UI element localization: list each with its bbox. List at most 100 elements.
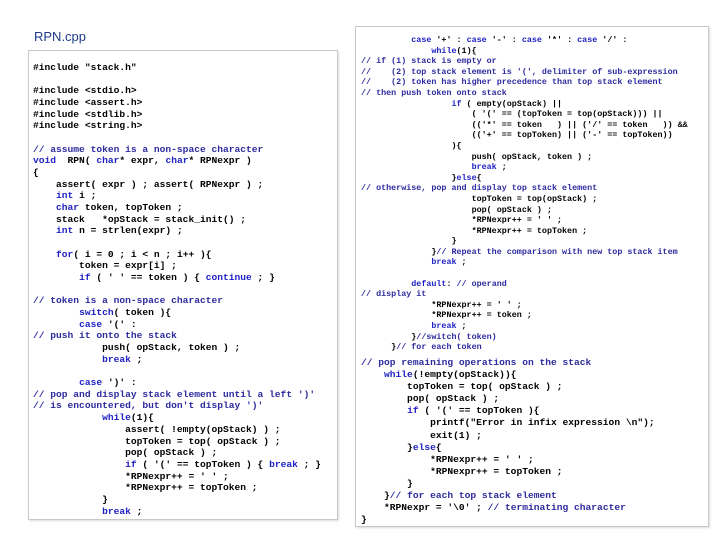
code-text: push( opStack, token ) ;: [361, 151, 593, 162]
code-text: '-' :: [486, 35, 522, 45]
code-comment: // operand: [456, 278, 507, 289]
code-keyword: int: [56, 190, 74, 202]
code-text: ( '(' == (topToken = top(opStack))) ||: [361, 109, 663, 120]
code-text: [33, 190, 56, 201]
code-keyword: case: [577, 35, 598, 45]
code-text: (1){: [456, 45, 477, 56]
code-line: switch( token ){: [33, 307, 321, 319]
code-text: topToken = top(opStack) ;: [361, 193, 598, 204]
code-line: // assume token is a non-space character: [33, 144, 321, 156]
code-text: [361, 99, 451, 109]
code-line: // push it onto the stack: [33, 330, 321, 342]
code-text: * expr,: [119, 155, 166, 167]
code-text: token = expr[i] ;: [33, 260, 177, 272]
code-keyword: void: [33, 155, 57, 167]
code-comment: // for each top stack element: [389, 490, 557, 502]
code-text: :: [446, 278, 457, 289]
code-line: char token, topToken ;: [33, 202, 321, 214]
code-keyword: break: [269, 458, 298, 470]
file-title: RPN.cpp: [34, 29, 87, 44]
code-line: #include <string.h>: [33, 120, 321, 132]
code-line: }// Repeat the comparison with new top s…: [361, 247, 688, 258]
code-text: #include <stdio.h>: [33, 85, 137, 97]
code-line: // then push token onto stack: [361, 88, 688, 99]
code-text: ( empty(opStack) ||: [461, 98, 563, 109]
code-text: (1){: [130, 412, 154, 424]
code-comment: // is encountered, but don't display ')': [33, 400, 264, 412]
code-line: }: [361, 236, 688, 247]
code-text: *RPNexpr = '\0' ;: [361, 502, 488, 514]
code-text: ){: [361, 140, 462, 151]
code-line: // otherwise, pop and display top stack …: [361, 183, 688, 194]
code-block-left: #include "stack.h" #include <stdio.h> #inc…: [33, 62, 321, 517]
code-comment: // pop and display stack element until a…: [33, 388, 316, 400]
code-text: #include "stack.h": [33, 62, 137, 73]
code-text: [361, 46, 431, 56]
code-keyword: break: [102, 505, 131, 517]
code-comment: // if (1) stack is empty or: [361, 56, 497, 67]
code-comment: // display it: [361, 289, 427, 300]
code-line: pop( opStack ) ;: [361, 393, 655, 405]
code-line: [361, 268, 688, 279]
code-text: *RPNexpr++ = ' ' ;: [33, 470, 229, 482]
code-line: assert( expr ) ; assert( RPNexpr ) ;: [33, 179, 321, 191]
code-text: push( opStack, token ) ;: [33, 342, 241, 354]
code-text: }: [361, 514, 367, 526]
code-text: *RPNexpr++ = ' ' ;: [361, 299, 522, 310]
code-line: topToken = top( opStack ) ;: [361, 381, 655, 393]
code-comment: // terminating character: [487, 502, 626, 514]
code-line: #include <stdio.h>: [33, 85, 321, 97]
code-line: for( i = 0 ; i < n ; i++ ){: [33, 249, 321, 261]
code-comment: // then push token onto stack: [361, 87, 507, 98]
code-text: }: [361, 490, 390, 502]
code-text: ;: [456, 321, 467, 332]
code-text: {: [33, 167, 39, 179]
code-line: token = expr[i] ;: [33, 260, 321, 272]
code-text: [361, 279, 411, 289]
code-text: n = strlen(expr) ;: [73, 225, 183, 237]
code-text: (('*' == token ) || ('/' == token )) &&: [361, 119, 688, 130]
code-text: [33, 225, 56, 236]
code-text: ( i = 0 ; i < n ; i++ ){: [73, 248, 212, 260]
code-text: pop( opStack ) ;: [361, 393, 500, 405]
code-line: *RPNexpr = '\0' ; // terminating charact…: [361, 502, 655, 514]
code-keyword: for: [56, 248, 74, 260]
code-keyword: int: [56, 225, 74, 237]
code-line: // display it: [361, 289, 688, 300]
code-line: topToken = top( opStack ) ;: [33, 436, 321, 448]
code-text: token, topToken ;: [79, 202, 183, 214]
code-text: *RPNexpr++ = topToken ;: [361, 225, 588, 236]
code-comment: // otherwise, pop and display top stack …: [361, 183, 598, 194]
code-keyword: char: [165, 155, 189, 167]
code-line: [33, 284, 321, 296]
code-line: *RPNexpr++ = topToken ;: [361, 226, 688, 237]
code-keyword: default: [411, 278, 447, 289]
code-text: assert( !empty(opStack) ) ;: [33, 423, 281, 435]
code-text: *RPNexpr++ = ' ' ;: [361, 215, 563, 226]
code-comment: // Repeat the comparison with new top st…: [436, 246, 678, 257]
code-line: break ;: [361, 257, 688, 268]
code-line: while(1){: [361, 46, 688, 57]
code-text: }: [361, 477, 413, 489]
code-text: ( '(' == topToken ) {: [136, 458, 270, 470]
code-keyword: else: [412, 441, 436, 453]
code-line: // if (1) stack is empty or: [361, 56, 688, 67]
code-keyword: while: [431, 45, 457, 56]
code-text: [33, 412, 102, 423]
code-text: }: [361, 331, 417, 342]
code-line: // token is a non-space character: [33, 295, 321, 307]
code-keyword: case: [411, 35, 432, 45]
code-comment: // (2) token has higher precedence than …: [361, 77, 663, 88]
code-text: stack *opStack = stack_init() ;: [33, 213, 247, 225]
code-text: *RPNexpr++ = topToken ;: [361, 465, 563, 477]
code-line: while(!empty(opStack)){: [361, 369, 655, 381]
code-text: '(' :: [102, 318, 137, 330]
code-block-right-remaining: // pop remaining operations on the stack…: [361, 357, 655, 526]
code-text: pop( opStack ) ;: [361, 204, 552, 215]
code-line: (('*' == token ) || ('/' == token )) &&: [361, 120, 688, 131]
code-keyword: else: [456, 172, 477, 183]
code-line: while(1){: [33, 412, 321, 424]
code-text: ; }: [251, 272, 275, 284]
code-text: '+' :: [431, 35, 467, 45]
code-line: // pop remaining operations on the stack: [361, 357, 655, 369]
